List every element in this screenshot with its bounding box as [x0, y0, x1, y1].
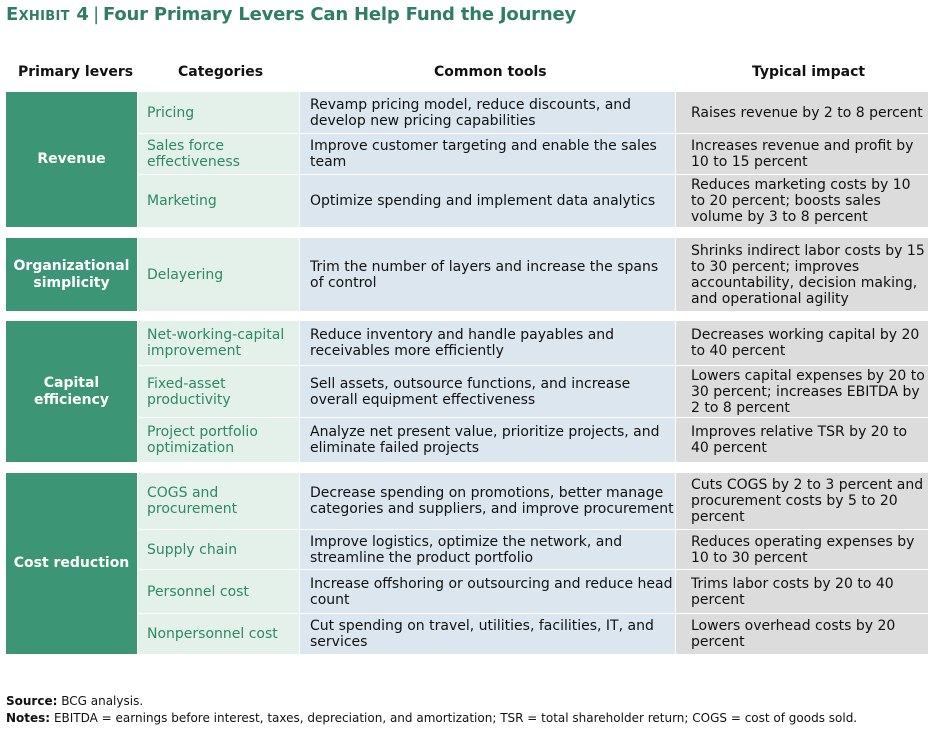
category-cell: Delayering [138, 238, 299, 311]
header-tools: Common tools [434, 64, 547, 80]
tools-cell: Improve customer targeting and enable th… [300, 134, 675, 174]
category-cell: Sales force effectiveness [138, 134, 299, 174]
tools-cell: Improve logistics, optimize the network,… [300, 530, 675, 569]
impact-cell: Cuts COGS by 2 to 3 percent and procurem… [676, 473, 928, 529]
category-cell: Fixed-asset productivity [138, 366, 299, 417]
table-row: COGS and procurement Decrease spending o… [138, 473, 928, 529]
notes: Notes: EBITDA = earnings before interest… [6, 711, 857, 725]
group-capital-efficiency: Capital efficiency Net-working-capital i… [6, 321, 928, 462]
lever-cell: Cost reduction [6, 473, 137, 654]
table-row: Fixed-asset productivity Sell assets, ou… [138, 366, 928, 417]
table-row: Project portfolio optimization Analyze n… [138, 418, 928, 462]
impact-cell: Reduces marketing costs by 10 to 20 perc… [676, 175, 928, 227]
group-cost-reduction: Cost reduction COGS and procurement Decr… [6, 473, 928, 654]
category-cell: Nonpersonnel cost [138, 614, 299, 654]
tools-cell: Revamp pricing model, reduce discounts, … [300, 92, 675, 133]
exhibit-title: Exhibit 4|Four Primary Levers Can Help F… [6, 4, 576, 25]
table-row: Nonpersonnel cost Cut spending on travel… [138, 614, 928, 654]
impact-cell: Lowers overhead costs by 20 percent [676, 614, 928, 654]
impact-cell: Trims labor costs by 20 to 40 percent [676, 570, 928, 613]
impact-cell: Increases revenue and profit by 10 to 15… [676, 134, 928, 174]
header-categories: Categories [178, 64, 264, 80]
exhibit-number: Exhibit 4 [6, 4, 90, 25]
lever-cell: Organizational simplicity [6, 238, 137, 311]
header-levers: Primary levers [18, 64, 134, 80]
table-row: Net-working-capital improvement Reduce i… [138, 321, 928, 365]
source-text: BCG analysis. [61, 694, 144, 708]
table-row: Supply chain Improve logistics, optimize… [138, 530, 928, 569]
source-label: Source: [6, 694, 58, 708]
header-impact: Typical impact [752, 64, 866, 80]
tools-cell: Analyze net present value, prioritize pr… [300, 418, 675, 462]
impact-cell: Decreases working capital by 20 to 40 pe… [676, 321, 928, 365]
table-row: Sales force effectiveness Improve custom… [138, 134, 928, 174]
lever-cell: Capital efficiency [6, 321, 137, 462]
tools-cell: Optimize spending and implement data ana… [300, 175, 675, 227]
category-cell: Project portfolio optimization [138, 418, 299, 462]
category-cell: COGS and procurement [138, 473, 299, 529]
notes-text: EBITDA = earnings before interest, taxes… [53, 711, 858, 725]
table-row: Pricing Revamp pricing model, reduce dis… [138, 92, 928, 133]
category-cell: Pricing [138, 92, 299, 133]
table-row: Personnel cost Increase offshoring or ou… [138, 570, 928, 613]
category-cell: Supply chain [138, 530, 299, 569]
category-cell: Personnel cost [138, 570, 299, 613]
impact-cell: Lowers capital expenses by 20 to 30 perc… [676, 366, 928, 417]
tools-cell: Sell assets, outsource functions, and in… [300, 366, 675, 417]
group-organizational-simplicity: Organizational simplicity Delayering Tri… [6, 238, 928, 311]
category-cell: Net-working-capital improvement [138, 321, 299, 365]
impact-cell: Shrinks indirect labor costs by 15 to 30… [676, 238, 928, 311]
tools-cell: Increase offshoring or outsourcing and r… [300, 570, 675, 613]
source-note: Source: BCG analysis. [6, 694, 143, 708]
tools-cell: Trim the number of layers and increase t… [300, 238, 675, 311]
table-row: Marketing Optimize spending and implemen… [138, 175, 928, 227]
title-separator: | [93, 4, 100, 25]
impact-cell: Improves relative TSR by 20 to 40 percen… [676, 418, 928, 462]
impact-cell: Reduces operating expenses by 10 to 30 p… [676, 530, 928, 569]
title-text: Four Primary Levers Can Help Fund the Jo… [103, 4, 577, 25]
category-cell: Marketing [138, 175, 299, 227]
group-revenue: Revenue Pricing Revamp pricing model, re… [6, 92, 928, 227]
notes-label: Notes: [6, 711, 51, 725]
tools-cell: Cut spending on travel, utilities, facil… [300, 614, 675, 654]
table-row: Delayering Trim the number of layers and… [138, 238, 928, 311]
tools-cell: Decrease spending on promotions, better … [300, 473, 675, 529]
tools-cell: Reduce inventory and handle payables and… [300, 321, 675, 365]
impact-cell: Raises revenue by 2 to 8 percent [676, 92, 928, 133]
lever-cell: Revenue [6, 92, 137, 227]
